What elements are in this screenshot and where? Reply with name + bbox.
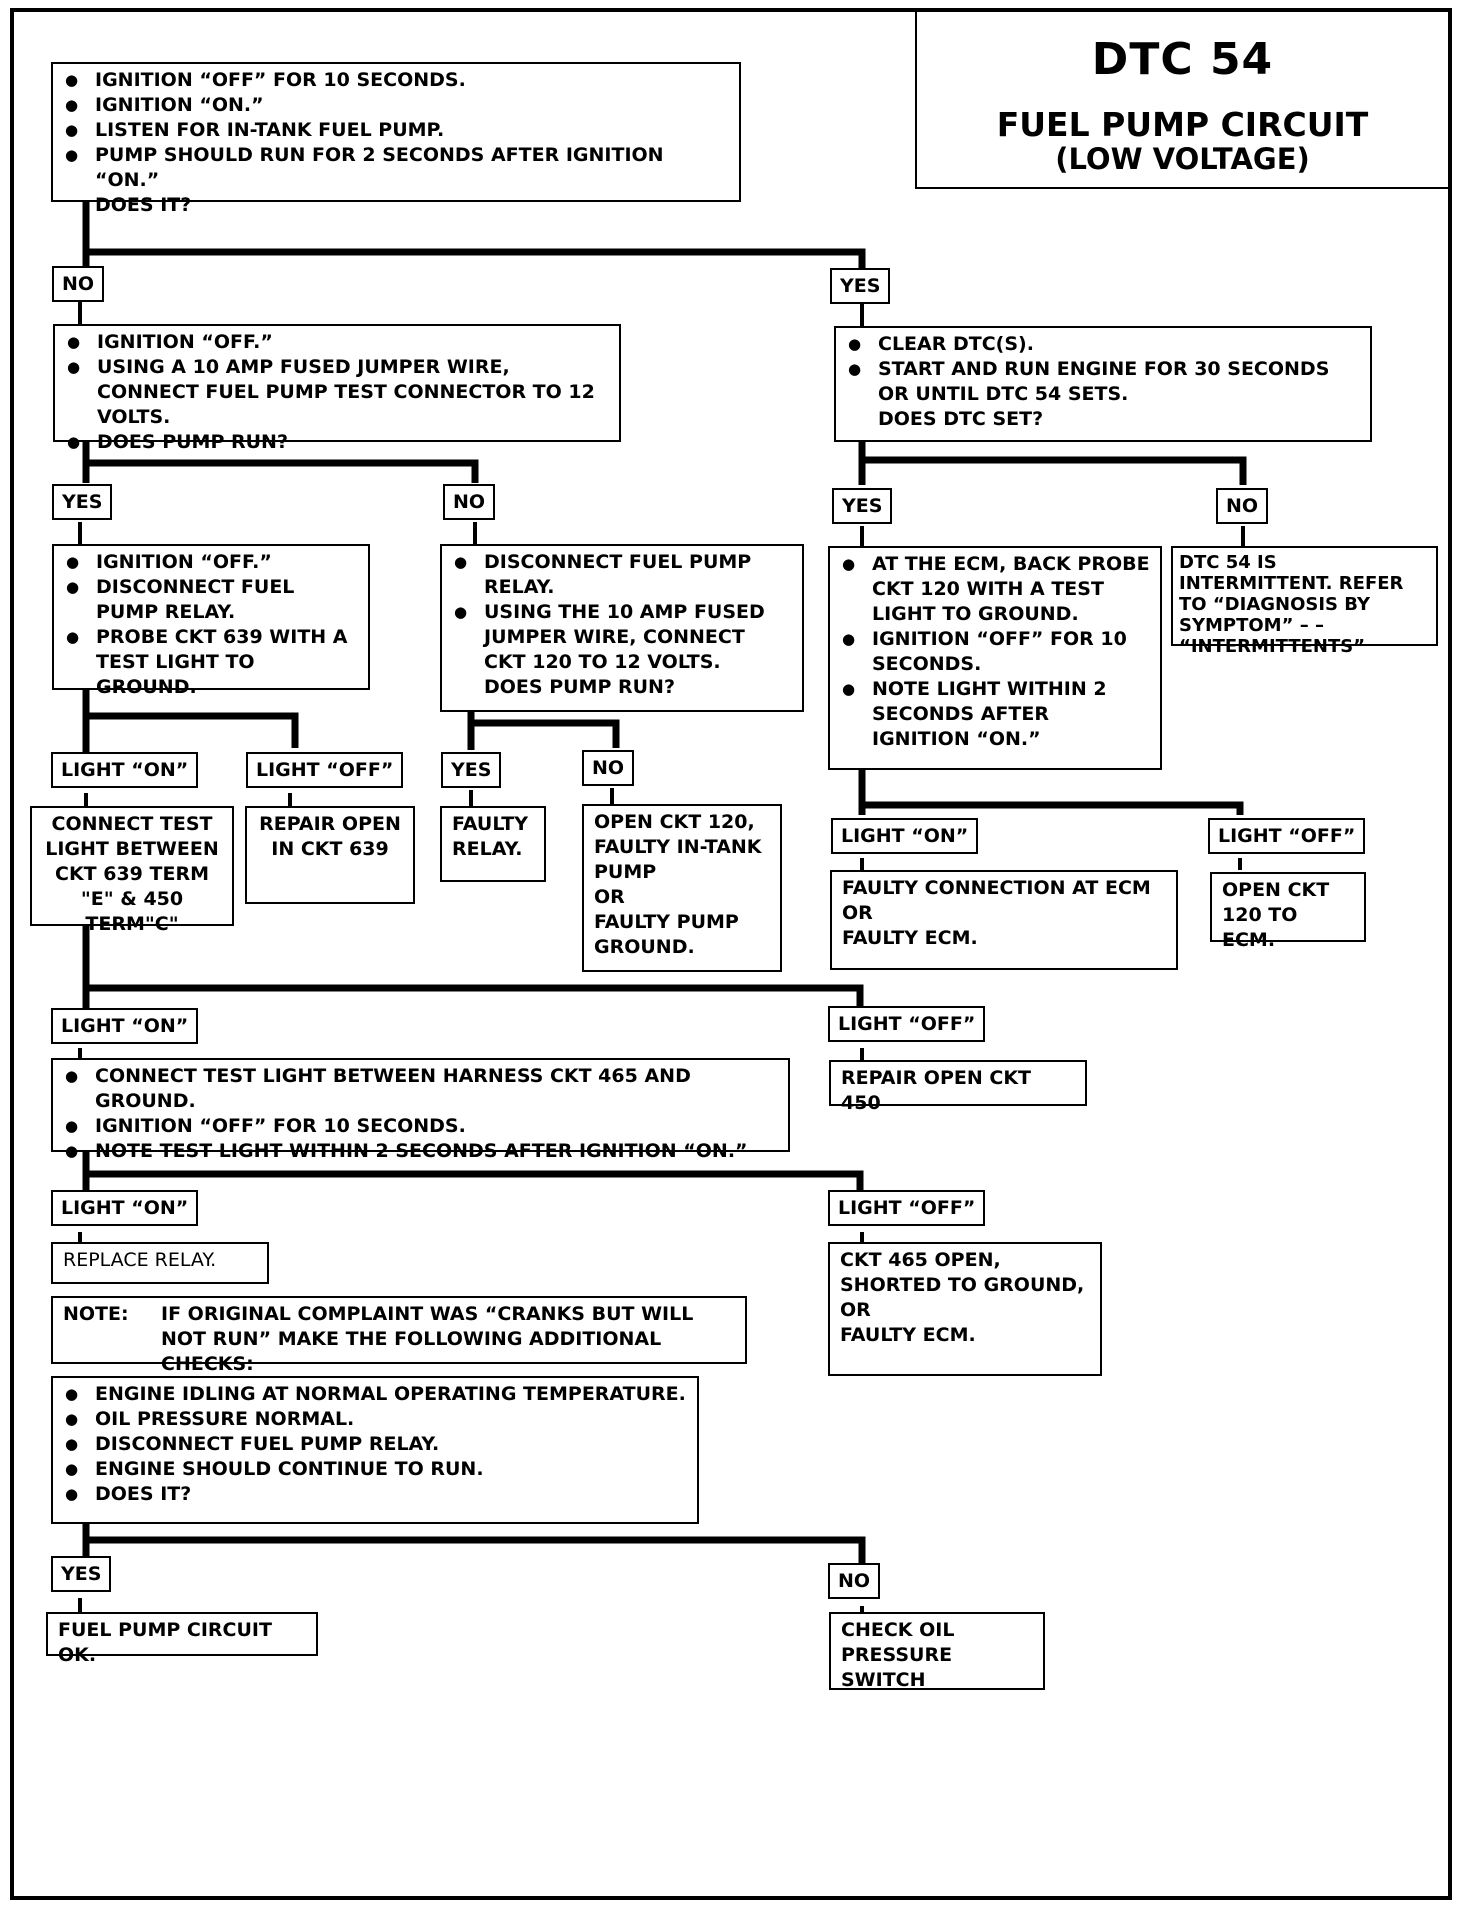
result-line: OPEN CKT [1222, 879, 1330, 901]
open-ckt120-result-box: OPEN CKT 120, FAULTY IN-TANK PUMP OR FAU… [582, 804, 782, 972]
step-text: ENGINE SHOULD CONTINUE TO RUN. [63, 1457, 687, 1482]
title-block: DTC 54 FUEL PUMP CIRCUIT (LOW VOLTAGE) [915, 8, 1448, 189]
result-line: OR [594, 886, 625, 908]
result-line: SHORTED TO GROUND, [840, 1274, 1085, 1296]
result-line: CKT 465 OPEN, [840, 1249, 1001, 1271]
result-text: REPAIR OPEN IN CKT 639 [259, 813, 401, 860]
result-line: OR [840, 1299, 871, 1321]
result-line: FAULTY CONNECTION AT ECM [842, 877, 1151, 899]
step-text: CLEAR DTC(S). [846, 332, 1360, 357]
disconnect-relay-step-box: DISCONNECT FUEL PUMP RELAY. USING THE 10… [440, 544, 804, 712]
result-line: GROUND. [594, 936, 695, 958]
step-text: START AND RUN ENGINE FOR 30 SECONDS OR U… [846, 357, 1360, 407]
result-text: REPLACE RELAY. [63, 1249, 217, 1271]
result-line: OPEN CKT 120, [594, 811, 755, 833]
light-off-label: LIGHT “OFF” [1208, 818, 1366, 854]
yes-label: YES [51, 1556, 112, 1592]
step-text: USING THE 10 AMP FUSED JUMPER WIRE, CONN… [452, 600, 792, 675]
step-question: DOES IT? [95, 194, 192, 216]
result-text: FUEL PUMP CIRCUIT OK. [58, 1619, 272, 1666]
yes-label: YES [441, 752, 502, 788]
step-text: LISTEN FOR IN-TANK FUEL PUMP. [63, 118, 729, 143]
step-text: NOTE TEST LIGHT WITHIN 2 SECONDS AFTER I… [63, 1139, 778, 1164]
result-line: 120 TO ECM. [1222, 904, 1298, 951]
step-text: ENGINE IDLING AT NORMAL OPERATING TEMPER… [63, 1382, 687, 1407]
step-question: DOES DTC SET? [878, 408, 1044, 430]
no-label: NO [828, 1563, 881, 1599]
harness-ckt465-step-box: CONNECT TEST LIGHT BETWEEN HARNESS CKT 4… [51, 1058, 790, 1164]
no-label: NO [443, 484, 496, 520]
result-line: CHECK OIL [841, 1619, 955, 1641]
ckt465-open-result-box: CKT 465 OPEN, SHORTED TO GROUND, OR FAUL… [828, 1242, 1102, 1376]
ecm-probe-step-box: AT THE ECM, BACK PROBE CKT 120 WITH A TE… [828, 546, 1162, 770]
step-text: PUMP SHOULD RUN FOR 2 SECONDS AFTER IGNI… [63, 143, 729, 193]
step-text: IGNITION “ON.” [63, 93, 729, 118]
yes-label: YES [52, 484, 113, 520]
light-on-label: LIGHT “ON” [51, 752, 199, 788]
result-line: FAULTY ECM. [840, 1324, 976, 1346]
light-off-label: LIGHT “OFF” [828, 1190, 986, 1226]
result-line: FAULTY IN-TANK [594, 836, 762, 858]
repair-ckt450-result-box: REPAIR OPEN CKT 450 [829, 1060, 1087, 1114]
step-text: IGNITION “OFF” FOR 10 SECONDS. [840, 627, 1150, 677]
yes-label: YES [830, 268, 891, 304]
light-off-label: LIGHT “OFF” [828, 1006, 986, 1042]
repair-ckt639-result-box: REPAIR OPEN IN CKT 639 [245, 806, 415, 904]
step-text: IGNITION “OFF” FOR 10 SECONDS. [63, 1114, 778, 1139]
no-label: NO [52, 266, 105, 302]
replace-relay-result-box: REPLACE RELAY. [51, 1242, 269, 1284]
engine-idle-check-box: ENGINE IDLING AT NORMAL OPERATING TEMPER… [51, 1376, 699, 1524]
light-on-label: LIGHT “ON” [51, 1190, 199, 1226]
yes-label: YES [832, 488, 893, 524]
faulty-connection-ecm-result-box: FAULTY CONNECTION AT ECM OR FAULTY ECM. [830, 870, 1178, 970]
result-text: DTC 54 IS INTERMITTENT. REFER TO “DIAGNO… [1179, 552, 1404, 657]
circuit-ok-result-box: FUEL PUMP CIRCUIT OK. [46, 1612, 318, 1666]
step-text: DOES IT? [63, 1482, 687, 1507]
light-on-label: LIGHT “ON” [51, 1008, 199, 1044]
clear-dtc-step-box: CLEAR DTC(S). START AND RUN ENGINE FOR 3… [834, 326, 1372, 442]
step-text: CONNECT TEST LIGHT BETWEEN CKT 639 TERM … [45, 813, 219, 935]
result-line: FAULTY PUMP [594, 911, 739, 933]
check-oil-switch-result-box: CHECK OIL PRESSURE SWITCH [829, 1612, 1045, 1691]
light-off-label: LIGHT “OFF” [246, 752, 404, 788]
connect-test-light-box: CONNECT TEST LIGHT BETWEEN CKT 639 TERM … [30, 806, 234, 935]
result-text: REPAIR OPEN CKT 450 [841, 1067, 1032, 1114]
step-text: DISCONNECT FUEL PUMP RELAY. [452, 550, 792, 600]
open-ckt120-to-ecm-result-box: OPEN CKT 120 TO ECM. [1210, 872, 1366, 951]
step-text: USING A 10 AMP FUSED JUMPER WIRE, CONNEC… [65, 355, 609, 430]
jumper-wire-step-box: IGNITION “OFF.” USING A 10 AMP FUSED JUM… [53, 324, 621, 455]
step-text: CONNECT TEST LIGHT BETWEEN HARNESS CKT 4… [63, 1064, 778, 1114]
intermittent-result-box: DTC 54 IS INTERMITTENT. REFER TO “DIAGNO… [1171, 546, 1438, 657]
page-frame [10, 8, 1452, 1900]
start-step-box: IGNITION “OFF” FOR 10 SECONDS. IGNITION … [51, 62, 741, 216]
no-label: NO [1216, 488, 1269, 524]
result-line: FAULTY ECM. [842, 927, 978, 949]
step-text: DISCONNECT FUEL PUMP RELAY. [63, 1432, 687, 1457]
step-text: IGNITION “OFF.” [65, 330, 609, 355]
step-text: PROBE CKT 639 WITH A TEST LIGHT TO GROUN… [64, 625, 358, 700]
step-text: NOTE LIGHT WITHIN 2 SECONDS AFTER IGNITI… [840, 677, 1150, 752]
title-line2: (LOW VOLTAGE) [1055, 142, 1310, 176]
title-line1: FUEL PUMP CIRCUIT [996, 105, 1369, 144]
note-box: NOTE: IF ORIGINAL COMPLAINT WAS “CRANKS … [51, 1296, 747, 1375]
light-on-label: LIGHT “ON” [831, 818, 979, 854]
result-text: FAULTY RELAY. [452, 813, 529, 860]
step-text: OIL PRESSURE NORMAL. [63, 1407, 687, 1432]
step-text: AT THE ECM, BACK PROBE CKT 120 WITH A TE… [840, 552, 1150, 627]
step-text: DISCONNECT FUEL PUMP RELAY. [64, 575, 358, 625]
step-text: DOES PUMP RUN? [65, 430, 609, 455]
no-label: NO [582, 750, 635, 786]
result-line: OR [842, 902, 873, 924]
step-text: IGNITION “OFF.” [64, 550, 358, 575]
faulty-relay-result-box: FAULTY RELAY. [440, 806, 546, 882]
note-key: NOTE: [63, 1303, 129, 1325]
result-line: PUMP [594, 861, 657, 883]
note-text: IF ORIGINAL COMPLAINT WAS “CRANKS BUT WI… [161, 1303, 694, 1375]
probe-ckt639-step-box: IGNITION “OFF.” DISCONNECT FUEL PUMP REL… [52, 544, 370, 698]
result-line: PRESSURE SWITCH [841, 1644, 953, 1691]
step-text: IGNITION “OFF” FOR 10 SECONDS. [63, 68, 729, 93]
dtc-code: DTC 54 [1091, 34, 1274, 85]
step-question: DOES PUMP RUN? [484, 676, 675, 698]
